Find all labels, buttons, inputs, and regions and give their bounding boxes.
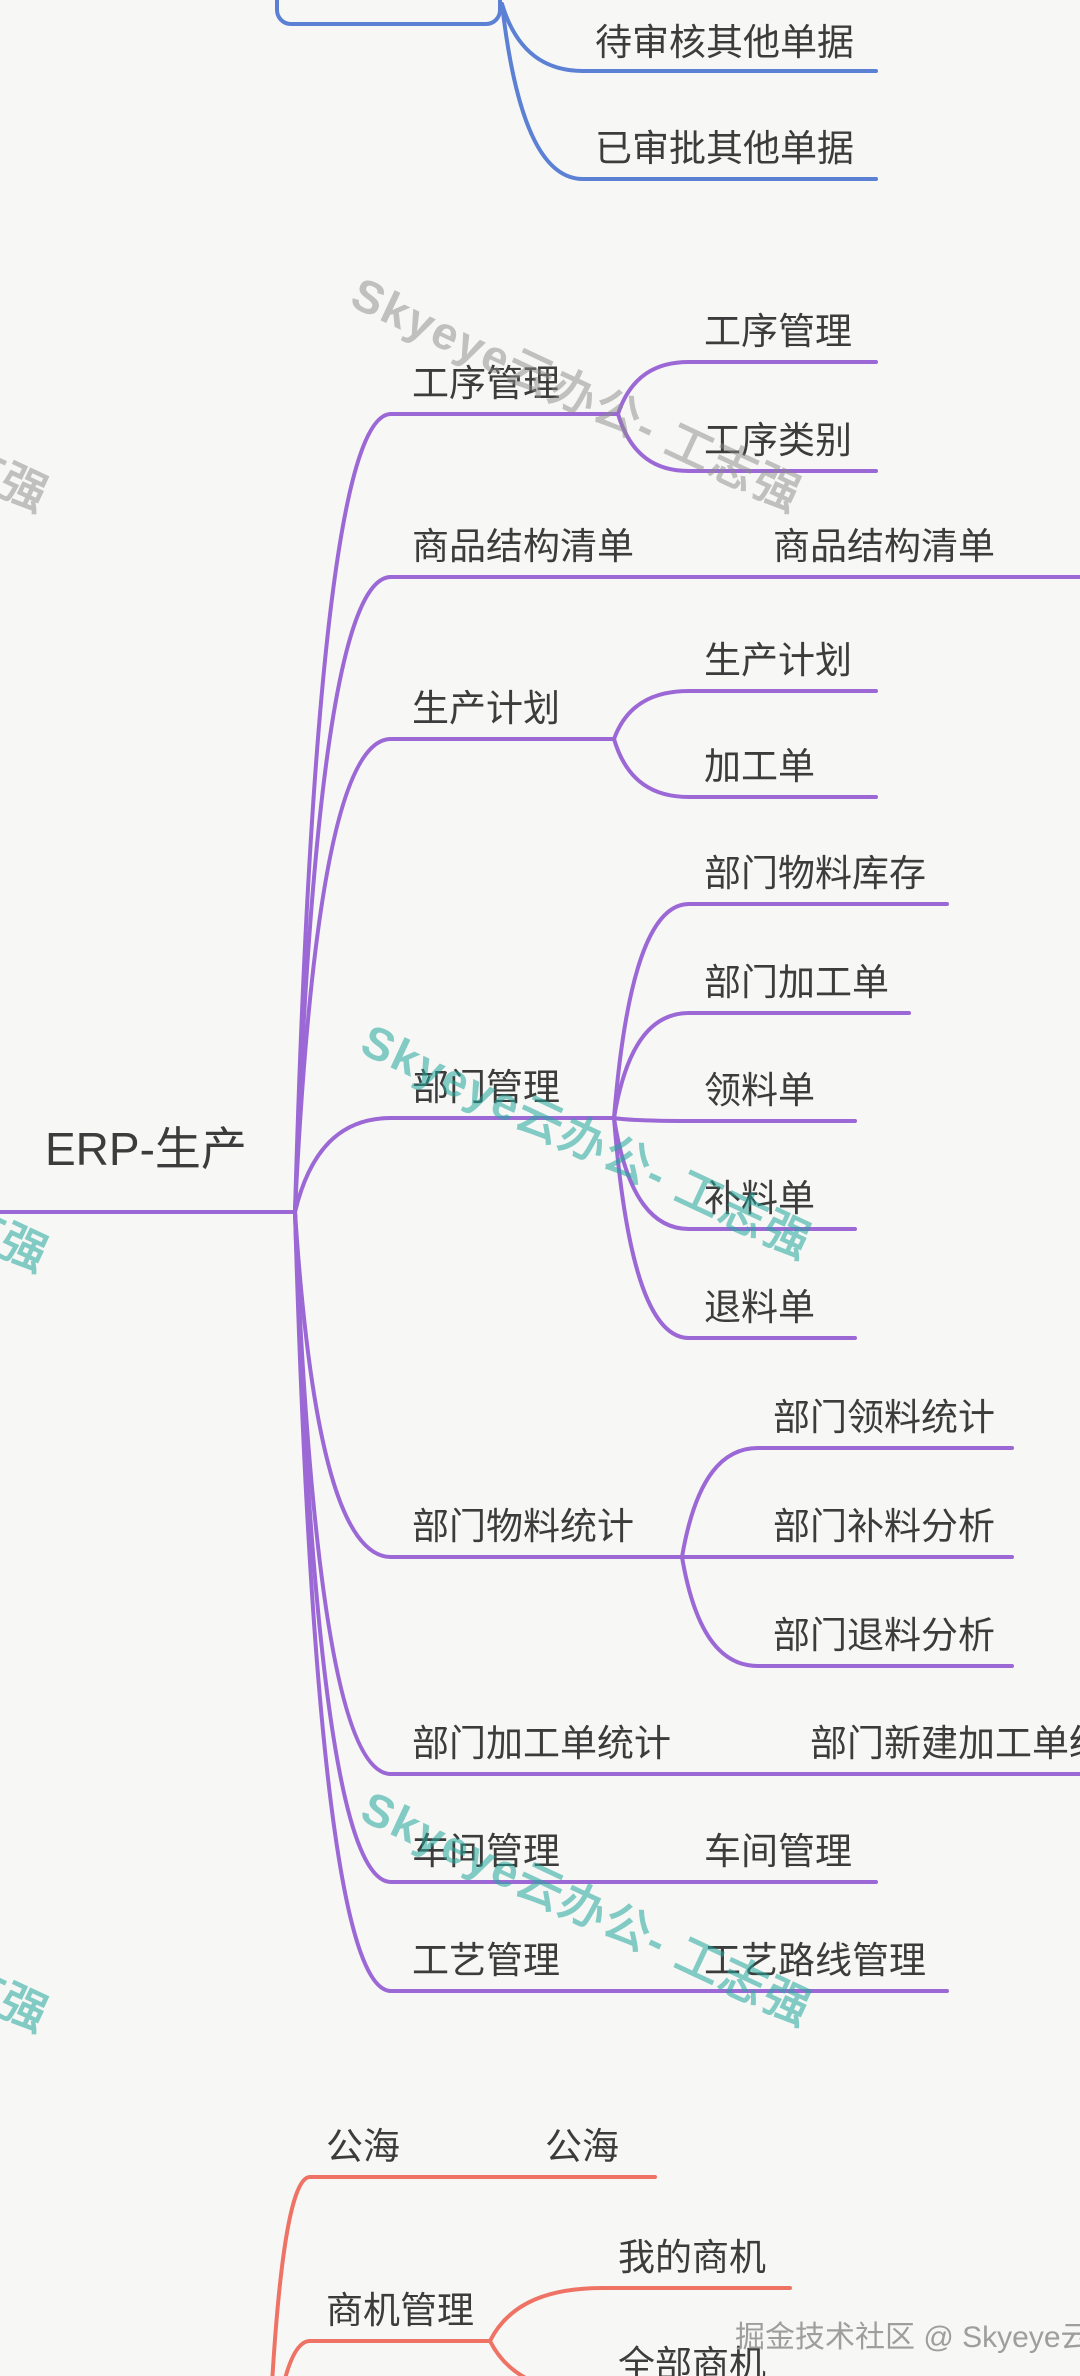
node-process-mgmt-child[interactable]: 工序管理 bbox=[704, 311, 852, 352]
node-dept-mgmt[interactable]: 部门管理 bbox=[412, 1067, 560, 1108]
node-refill-analysis[interactable]: 部门补料分析 bbox=[773, 1506, 995, 1547]
node-dept-requisition-stats[interactable]: 部门领料统计 bbox=[773, 1397, 995, 1438]
node-bom-list-child[interactable]: 商品结构清单 bbox=[773, 526, 995, 567]
node-workshop-mgmt[interactable]: 车间管理 bbox=[412, 1831, 560, 1872]
node-production-plan[interactable]: 生产计划 bbox=[412, 688, 560, 729]
node-work-order[interactable]: 加工单 bbox=[704, 746, 815, 787]
node-public-pool[interactable]: 公海 bbox=[326, 2126, 400, 2167]
node-my-opportunities[interactable]: 我的商机 bbox=[618, 2237, 766, 2278]
node-approved-other-docs[interactable]: 已审批其他单据 bbox=[595, 128, 854, 169]
node-dept-workorder-stats[interactable]: 部门加工单统计 bbox=[412, 1723, 671, 1764]
node-production-plan-child[interactable]: 生产计划 bbox=[704, 640, 852, 681]
node-craft-route-mgmt[interactable]: 工艺路线管理 bbox=[704, 1940, 926, 1981]
node-bom-list[interactable]: 商品结构清单 bbox=[412, 526, 634, 567]
node-dept-material-stock[interactable]: 部门物料库存 bbox=[704, 853, 926, 894]
node-pending-review-other-docs[interactable]: 待审核其他单据 bbox=[595, 22, 854, 63]
node-craft-mgmt[interactable]: 工艺管理 bbox=[412, 1940, 560, 1981]
node-material-requisition[interactable]: 领料单 bbox=[704, 1070, 815, 1111]
node-dept-material-stats[interactable]: 部门物料统计 bbox=[412, 1506, 634, 1547]
blue-connectors bbox=[275, 0, 878, 181]
node-workshop-mgmt-child[interactable]: 车间管理 bbox=[704, 1831, 852, 1872]
node-material-return[interactable]: 退料单 bbox=[704, 1287, 815, 1328]
node-opportunity-mgmt[interactable]: 商机管理 bbox=[326, 2290, 474, 2331]
red-connectors bbox=[270, 2175, 792, 2376]
node-erp-production-root[interactable]: ERP-生产 bbox=[45, 1123, 247, 1175]
node-material-refill[interactable]: 补料单 bbox=[704, 1178, 815, 1219]
node-return-analysis[interactable]: 部门退料分析 bbox=[773, 1615, 995, 1656]
node-dept-new-workorder-stats[interactable]: 部门新建加工单统计 bbox=[810, 1723, 1080, 1764]
node-process-category[interactable]: 工序类别 bbox=[704, 420, 852, 461]
node-all-opportunities[interactable]: 全部商机 bbox=[618, 2344, 766, 2376]
node-process-mgmt[interactable]: 工序管理 bbox=[412, 363, 560, 404]
clipped-node-box[interactable] bbox=[275, 0, 502, 26]
purple-connectors bbox=[0, 360, 1080, 1993]
node-public-pool-child[interactable]: 公海 bbox=[545, 2126, 619, 2167]
node-dept-work-order[interactable]: 部门加工单 bbox=[704, 962, 889, 1003]
